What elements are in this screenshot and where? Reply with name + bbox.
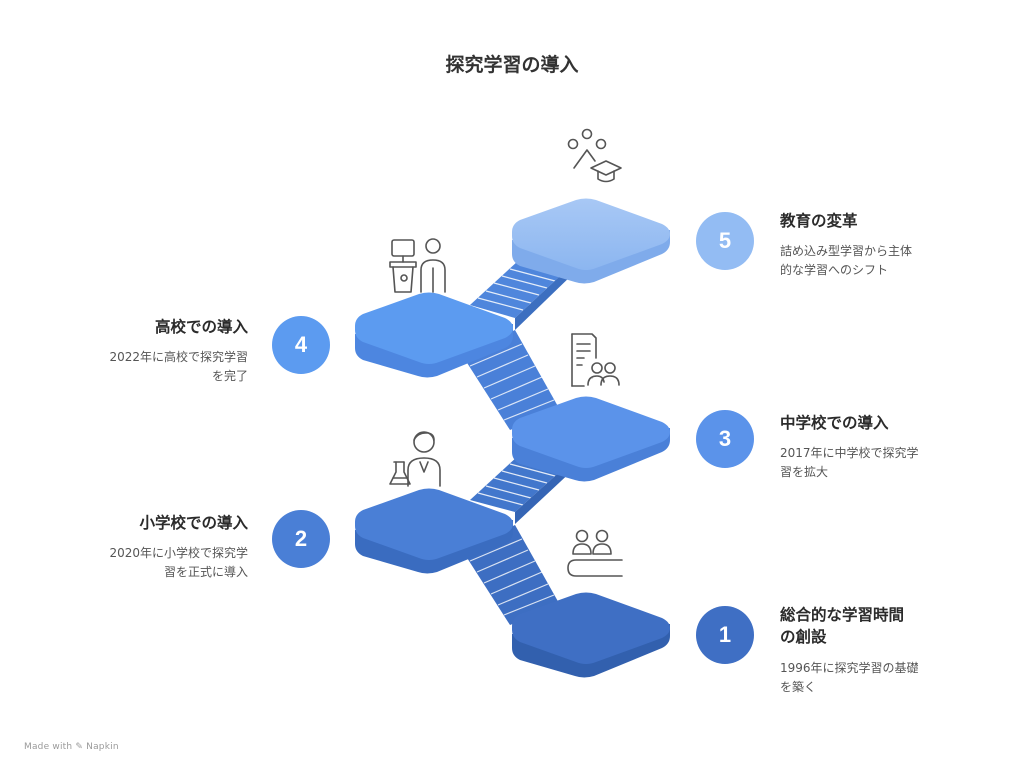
graduation-cap-with-ideas-icon	[567, 128, 622, 183]
step-2-description: 2020年に小学校で探究学 習を正式に導入	[109, 546, 248, 580]
page-title: 探究学習の導入	[445, 54, 579, 76]
step-badge-4: 4	[272, 316, 330, 374]
step-1-text: 総合的な学習時間 の創設 1996年に探究学習の基礎 を築く	[780, 604, 970, 696]
step-4-text: 高校での導入 2022年に高校で探究学習 を完了	[58, 316, 248, 386]
document-with-group-icon	[571, 333, 620, 387]
napkin-watermark: Made with ✎ Napkin	[24, 742, 119, 752]
scientist-with-flask-icon	[389, 431, 441, 487]
people-on-conveyor-icon	[567, 529, 623, 577]
step-4-title: 高校での導入	[154, 318, 248, 336]
step-4-description: 2022年に高校で探究学習 を完了	[109, 350, 248, 384]
step-1-description: 1996年に探究学習の基礎 を築く	[780, 660, 919, 694]
step-5-description: 詰め込み型学習から主体 的な学習へのシフト	[780, 244, 913, 278]
step-3-text: 中学校での導入 2017年に中学校で探究学 習を拡大	[780, 412, 970, 482]
step-5-title: 教育の変革	[780, 212, 858, 230]
step-1-title: 総合的な学習時間 の創設	[780, 606, 905, 647]
step-2-title: 小学校での導入	[139, 514, 248, 532]
step-badge-1: 1	[696, 606, 754, 664]
platform-2	[355, 488, 513, 574]
platform-3	[512, 396, 670, 482]
platform-4	[355, 292, 513, 378]
platform-5	[512, 198, 670, 284]
step-2-text: 小学校での導入 2020年に小学校で探究学 習を正式に導入	[58, 512, 248, 582]
step-badge-5: 5	[696, 212, 754, 270]
step-3-title: 中学校での導入	[780, 414, 889, 432]
teacher-at-podium-icon	[389, 238, 446, 293]
step-badge-2: 2	[272, 510, 330, 568]
step-badge-3: 3	[696, 410, 754, 468]
step-5-text: 教育の変革 詰め込み型学習から主体 的な学習へのシフト	[780, 210, 970, 280]
step-3-description: 2017年に中学校で探究学 習を拡大	[780, 446, 919, 480]
platform-1	[512, 592, 670, 678]
